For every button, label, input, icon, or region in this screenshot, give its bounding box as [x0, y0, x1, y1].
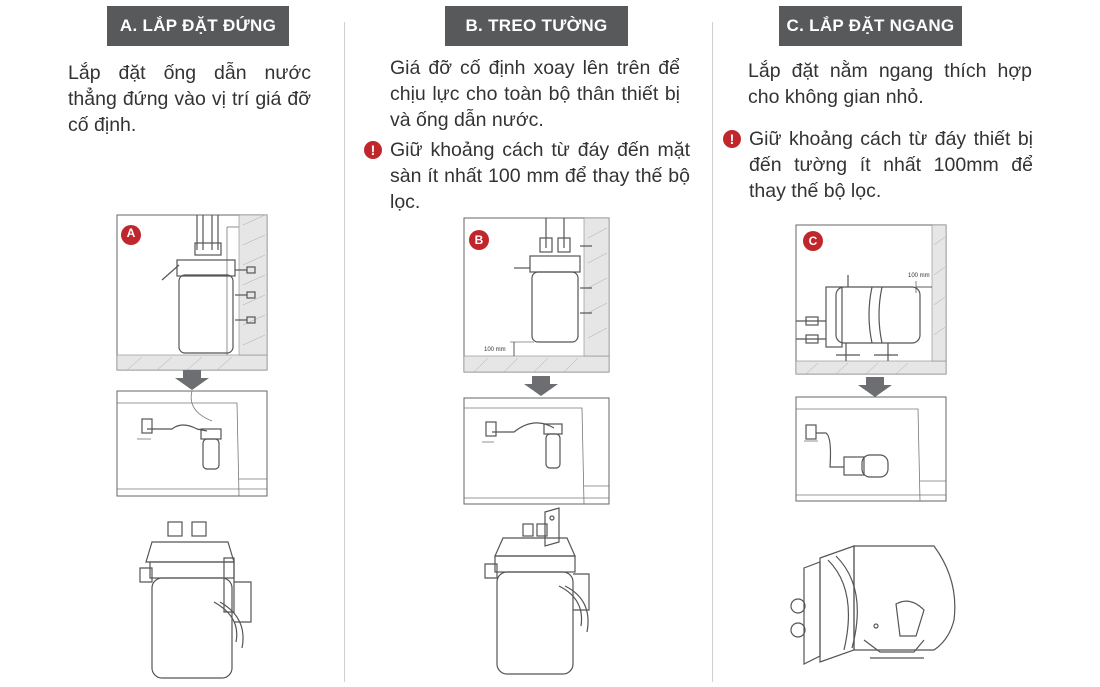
product-a-vertical [139, 521, 252, 679]
badge-b: B [474, 233, 484, 247]
arrow-down-icon [858, 377, 892, 397]
arrow-down-icon [524, 376, 558, 396]
diagram-c-under-sink [795, 396, 947, 502]
badge-a: A [126, 226, 136, 240]
column-divider-2 [712, 22, 713, 682]
product-c-horizontal [790, 545, 956, 665]
diagram-c-horizontal [795, 224, 947, 375]
arrow-down-icon [175, 370, 209, 390]
note-b-text: Giữ khoảng cách từ đáy đến mặt sàn ít nh… [390, 139, 690, 213]
header-b: B. TREO TƯỜNG [445, 6, 628, 46]
column-divider-1 [344, 22, 345, 682]
description-c: Lắp đặt nằm ngang thích hợp cho không gi… [748, 60, 1032, 108]
description-b: Giá đỡ cố định xoay lên trên để chịu lực… [390, 57, 680, 131]
warning-icon: ! [364, 141, 382, 159]
diagram-a-install [116, 214, 268, 371]
badge-c: C [808, 234, 818, 248]
header-a: A. LẮP ĐẶT ĐỨNG [107, 6, 289, 46]
header-c: C. LẮP ĐẶT NGANG [779, 6, 962, 46]
diagram-b-wall-mount [463, 217, 610, 373]
product-b-wall [484, 507, 590, 675]
warning-note-b: ! Giữ khoảng cách từ đáy đến mặt sàn ít … [364, 137, 690, 215]
diagram-a-under-sink [116, 390, 268, 497]
warning-note-c: ! Giữ khoảng cách từ đáy thiết bị đến tư… [723, 126, 1033, 204]
dimension-label-c: 100 mm [908, 273, 930, 279]
warning-icon: ! [723, 130, 741, 148]
description-a: Lắp đặt ống dẫn nước thẳng đứng vào vị t… [68, 62, 311, 136]
dimension-label-b: 100 mm [484, 347, 506, 353]
note-c-text: Giữ khoảng cách từ đáy thiết bị đến tườn… [749, 128, 1033, 202]
diagram-b-under-sink [463, 397, 610, 505]
